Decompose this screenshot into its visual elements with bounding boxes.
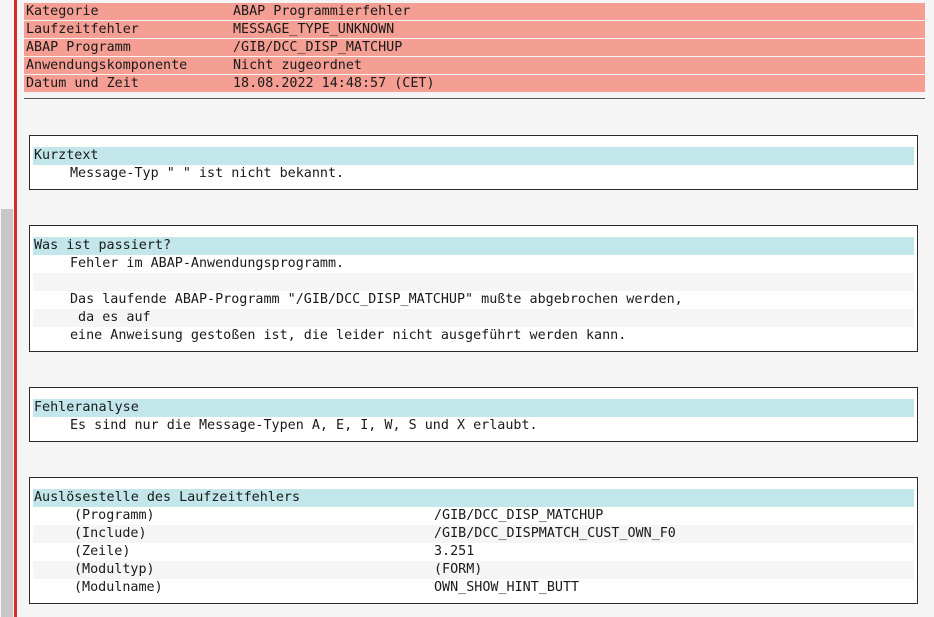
- section-title: Was ist passiert?: [33, 237, 914, 255]
- detail-row: (Zeile) 3.251: [33, 543, 914, 561]
- header-value: 18.08.2022 14:48:57 (CET): [233, 75, 435, 91]
- detail-row: (Modultyp) (FORM): [33, 561, 914, 579]
- header-key: ABAP Programm: [26, 39, 131, 55]
- detail-value: 3.251: [434, 544, 475, 559]
- header-row: Anwendungskomponente Nicht zugeordnet: [24, 57, 925, 75]
- detail-value: /GIB/DCC_DISPMATCH_CUST_OWN_F0: [434, 526, 676, 541]
- header-key: Kategorie: [26, 3, 99, 19]
- detail-key: (Zeile): [74, 544, 131, 559]
- section-title: Fehleranalyse: [33, 399, 914, 417]
- header-key: Laufzeitfehler: [26, 21, 139, 37]
- detail-row: (Programm) /GIB/DCC_DISP_MATCHUP: [33, 507, 914, 525]
- text-line: Fehler im ABAP-Anwendungsprogramm.: [70, 256, 345, 271]
- left-gutter: [0, 0, 14, 617]
- detail-value: (FORM): [434, 562, 483, 577]
- section-fehleranalyse: Fehleranalyse Es sind nur die Message-Ty…: [29, 387, 918, 442]
- text-line: eine Anweisung gestoßen ist, die leider …: [70, 328, 627, 343]
- text-line: Das laufende ABAP-Programm "/GIB/DCC_DIS…: [70, 292, 683, 307]
- header-value: ABAP Programmierfehler: [233, 3, 411, 19]
- detail-value: OWN_SHOW_HINT_BUTT: [434, 580, 580, 595]
- scrollbar-thumb[interactable]: [1, 209, 13, 617]
- section-kurztext: Kurztext Message-Typ " " ist nicht bekan…: [29, 135, 918, 190]
- detail-value: /GIB/DCC_DISP_MATCHUP: [434, 508, 604, 523]
- section-title: Auslösestelle des Laufzeitfehlers: [33, 489, 914, 507]
- header-row: Kategorie ABAP Programmierfehler: [24, 3, 925, 21]
- dump-header: Kategorie ABAP Programmierfehler Laufzei…: [24, 3, 925, 93]
- text-line: Es sind nur die Message-Typen A, E, I, W…: [70, 418, 538, 433]
- header-key: Anwendungskomponente: [26, 57, 188, 73]
- header-row: Laufzeitfehler MESSAGE_TYPE_UNKNOWN: [24, 21, 925, 39]
- detail-row: (Modulname) OWN_SHOW_HINT_BUTT: [33, 579, 914, 597]
- header-value: Nicht zugeordnet: [233, 57, 362, 73]
- header-value: /GIB/DCC_DISP_MATCHUP: [233, 39, 403, 55]
- text-line: [33, 273, 914, 291]
- text-line: da es auf: [33, 309, 914, 327]
- detail-key: (Include): [74, 526, 147, 541]
- detail-key: (Modulname): [74, 580, 163, 595]
- header-value: MESSAGE_TYPE_UNKNOWN: [233, 21, 395, 37]
- error-marker-line: [14, 0, 17, 617]
- detail-key: (Programm): [74, 508, 155, 523]
- header-row: Datum und Zeit 18.08.2022 14:48:57 (CET): [24, 75, 925, 93]
- section-ausloesestelle: Auslösestelle des Laufzeitfehlers (Progr…: [29, 477, 918, 604]
- detail-key: (Modultyp): [74, 562, 155, 577]
- header-divider: [24, 98, 925, 99]
- detail-row: (Include) /GIB/DCC_DISPMATCH_CUST_OWN_F0: [33, 525, 914, 543]
- header-key: Datum und Zeit: [26, 75, 139, 91]
- header-row: ABAP Programm /GIB/DCC_DISP_MATCHUP: [24, 39, 925, 57]
- text-line: Message-Typ " " ist nicht bekannt.: [70, 166, 345, 181]
- section-was-ist-passiert: Was ist passiert? Fehler im ABAP-Anwendu…: [29, 225, 918, 352]
- section-title: Kurztext: [33, 147, 914, 165]
